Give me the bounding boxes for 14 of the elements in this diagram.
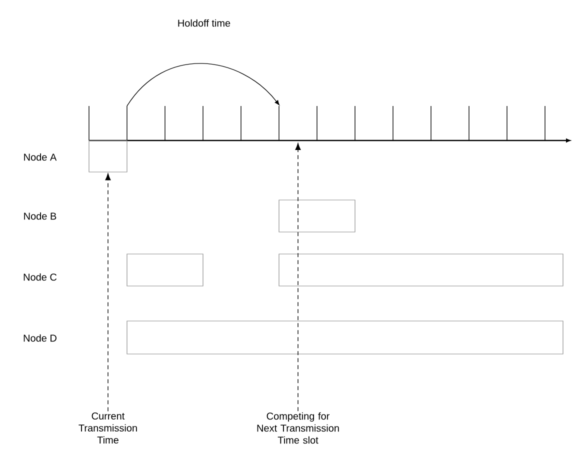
caption-text: Competing for Next Transmission Time slot	[257, 412, 339, 444]
time-slot-box	[126, 254, 204, 286]
node-label: Node D	[24, 334, 56, 342]
time-slot-box	[126, 320, 564, 354]
node-label: Node B	[24, 212, 56, 220]
arrow	[105, 173, 111, 412]
heading-text: Holdoff time	[178, 19, 230, 27]
arrow	[295, 143, 301, 412]
node-label: Node A	[24, 153, 57, 161]
time-slot-box	[278, 200, 356, 232]
node-label: Node C	[24, 273, 57, 281]
time-slot-box	[278, 254, 564, 286]
caption-text: Current Transmission Time	[78, 412, 137, 444]
time-slot-box	[88, 140, 128, 172]
